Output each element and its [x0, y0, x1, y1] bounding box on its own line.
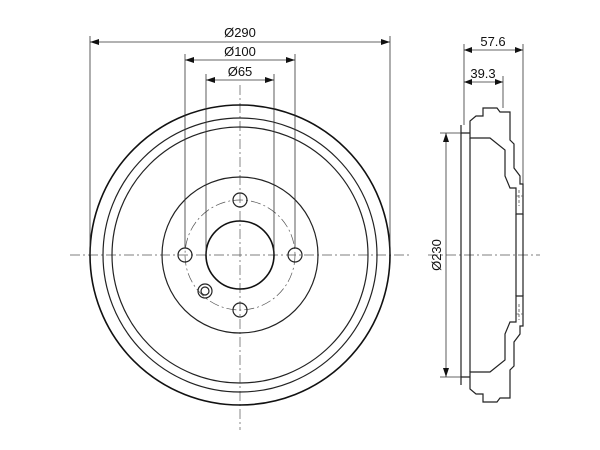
front-dimensions: Ø290 Ø100 Ø65: [89, 25, 391, 255]
locating-screw-outer: [197, 283, 213, 299]
bolt-hole-top: [232, 192, 248, 208]
hub-face-circle: [161, 176, 319, 334]
bolt-circle: [184, 199, 296, 311]
section-profile-bottom: [460, 295, 524, 403]
section-profile-top: [460, 107, 524, 215]
width-label: 57.6: [480, 34, 505, 49]
side-dimensions: 57.6 39.3 Ø230: [429, 34, 524, 378]
drum-inner-diameter-label: Ø230: [429, 239, 444, 271]
second-rim-circle: [102, 117, 378, 393]
front-view: [70, 85, 410, 430]
locating-screw-inner: [200, 286, 210, 296]
side-section-view: [428, 107, 540, 403]
center-bore-label: Ø65: [228, 64, 253, 79]
outer-diameter-label: Ø290: [224, 25, 256, 40]
drum-step-circle: [111, 126, 369, 384]
bolt-circle-label: Ø100: [224, 44, 256, 59]
bolt-hole-bottom: [232, 302, 248, 318]
depth-label: 39.3: [470, 66, 495, 81]
